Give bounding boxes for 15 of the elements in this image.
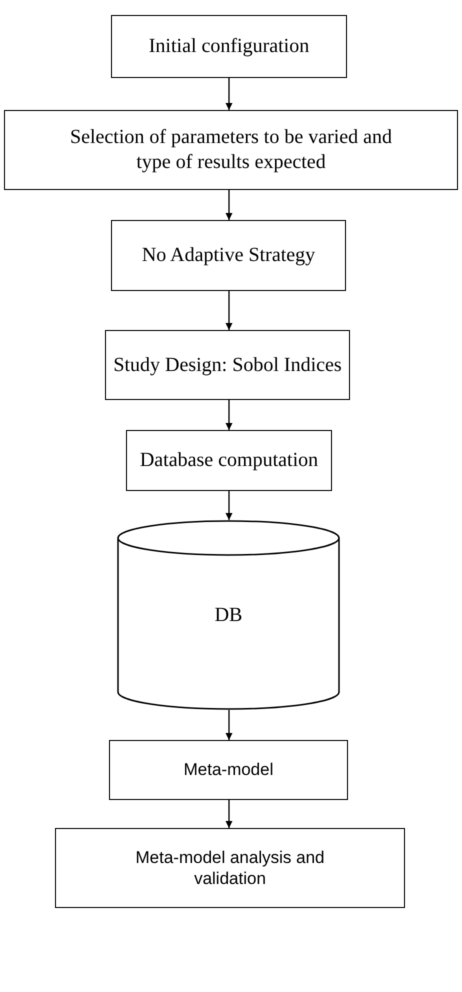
process-box: Selection of parameters to be varied and type of results expected	[4, 110, 458, 190]
process-box: Study Design: Sobol Indices	[105, 330, 350, 400]
arrow	[226, 78, 232, 110]
node-label: DB	[214, 603, 242, 628]
arrow	[226, 291, 232, 330]
process-box: Initial configuration	[111, 15, 347, 78]
process-box: Database computation	[126, 430, 332, 491]
arrow	[226, 400, 232, 430]
arrow	[226, 710, 232, 740]
process-box: Meta-model analysis and validation	[55, 828, 405, 908]
arrow	[226, 491, 232, 520]
process-box: Meta-model	[109, 740, 348, 800]
arrow	[226, 800, 232, 828]
arrow	[226, 190, 232, 220]
process-box: No Adaptive Strategy	[111, 220, 346, 291]
